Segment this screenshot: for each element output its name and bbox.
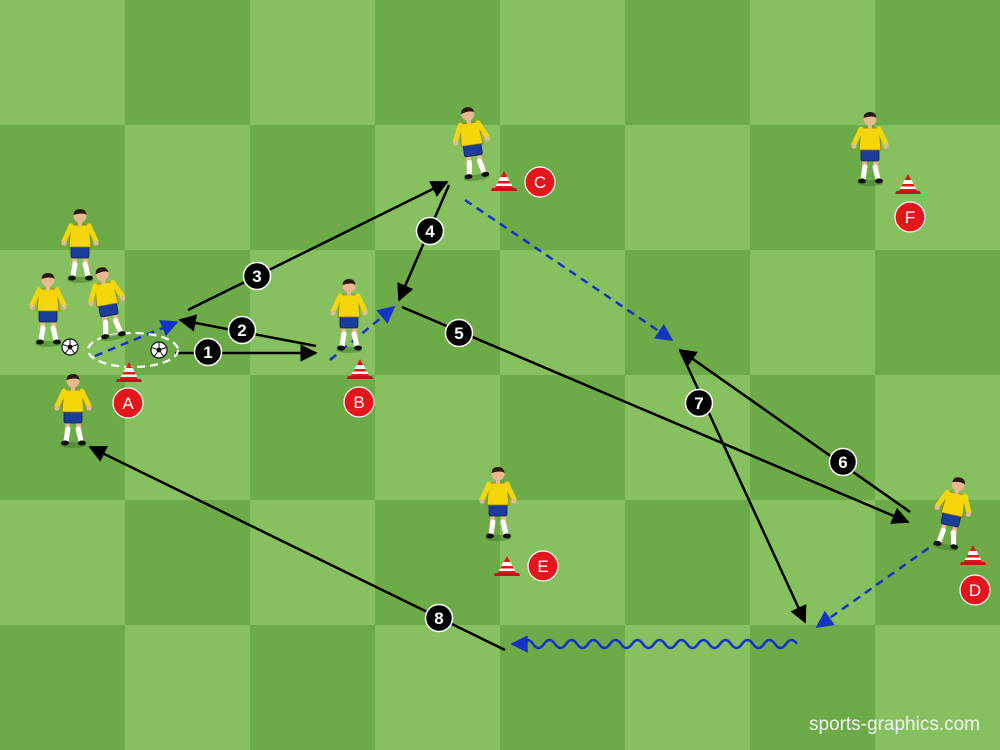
pitch-stripe (875, 250, 1000, 376)
pitch-stripe (250, 625, 376, 750)
run-path-a (94, 319, 179, 358)
pitch-stripe (375, 375, 501, 501)
step-label-6: 6 (838, 453, 847, 472)
pitch-stripe (125, 125, 251, 251)
pitch-stripe (625, 0, 751, 126)
pass-arrow-3 (187, 180, 449, 312)
pass-arrow-6 (678, 348, 911, 514)
pitch-stripe (500, 375, 626, 501)
step-marker-6: 6 (828, 447, 858, 477)
pitch-stripe (750, 375, 876, 501)
pitch-stripe (750, 0, 876, 126)
pass-arrow-5 (401, 305, 910, 524)
position-marker-e: E (527, 550, 559, 582)
step-marker-2: 2 (227, 315, 257, 345)
pitch-stripe (0, 0, 126, 126)
step-marker-1: 1 (193, 337, 223, 367)
step-label-1: 1 (203, 343, 212, 362)
step-label-2: 2 (237, 321, 246, 340)
step-marker-3: 3 (242, 261, 272, 291)
pitch-stripe (500, 500, 626, 626)
pitch-stripe (875, 125, 1000, 251)
pitch-stripe (375, 0, 501, 126)
run-paths (94, 198, 941, 653)
pitch-stripe (875, 375, 1000, 501)
pitch-stripe (375, 625, 501, 750)
pitch-stripe (0, 625, 126, 750)
position-marker-c: C (524, 166, 556, 198)
position-label-b: B (353, 393, 364, 412)
pitch-stripe (250, 125, 376, 251)
step-marker-4: 4 (415, 216, 445, 246)
position-label-c: C (534, 173, 546, 192)
step-marker-7: 7 (684, 388, 714, 418)
step-label-7: 7 (694, 394, 703, 413)
pitch-stripe (250, 0, 376, 126)
pitch-stripe (750, 625, 876, 750)
position-marker-a: A (112, 387, 144, 419)
pitch-stripe (375, 250, 501, 376)
run-path-d (815, 538, 941, 629)
position-marker-f: F (894, 201, 926, 233)
step-label-8: 8 (434, 609, 443, 628)
pitch-stripe (750, 125, 876, 251)
pitch-stripe (125, 250, 251, 376)
pitch-stripe (125, 375, 251, 501)
position-markers: A B C D E F (112, 166, 991, 606)
position-label-a: A (122, 394, 134, 413)
pitch-stripe (875, 625, 1000, 750)
position-marker-d: D (959, 574, 991, 606)
pitch-stripe (750, 250, 876, 376)
pitch-stripe (625, 125, 751, 251)
pitch-stripe (125, 625, 251, 750)
pitch-stripe (625, 375, 751, 501)
pitch-stripe (750, 500, 876, 626)
dribble-path (510, 635, 799, 653)
position-label-f: F (905, 208, 915, 227)
pitch-stripe (0, 500, 126, 626)
pitch-stripe (625, 500, 751, 626)
step-markers: 1 2 3 4 5 6 7 8 (193, 216, 858, 633)
pitch-stripe (500, 250, 626, 376)
ball-queue (61, 338, 79, 356)
pitch-stripe (875, 0, 1000, 126)
credit-watermark: sports-graphics.com (809, 714, 980, 735)
pitch-stripe (500, 125, 626, 251)
pitch-stripe (250, 500, 376, 626)
step-label-4: 4 (425, 222, 435, 241)
position-marker-b: B (343, 386, 375, 418)
pitch-stripe (125, 0, 251, 126)
pitch-stripe (500, 0, 626, 126)
start-zone-outline (86, 331, 180, 369)
position-label-e: E (537, 557, 548, 576)
step-marker-5: 5 (444, 318, 474, 348)
position-label-d: D (969, 581, 981, 600)
pitch-stripe (125, 500, 251, 626)
step-label-5: 5 (454, 324, 463, 343)
step-marker-8: 8 (424, 603, 454, 633)
ball-in-play (150, 341, 168, 359)
step-label-3: 3 (252, 267, 261, 286)
pitch-stripe (0, 125, 126, 251)
